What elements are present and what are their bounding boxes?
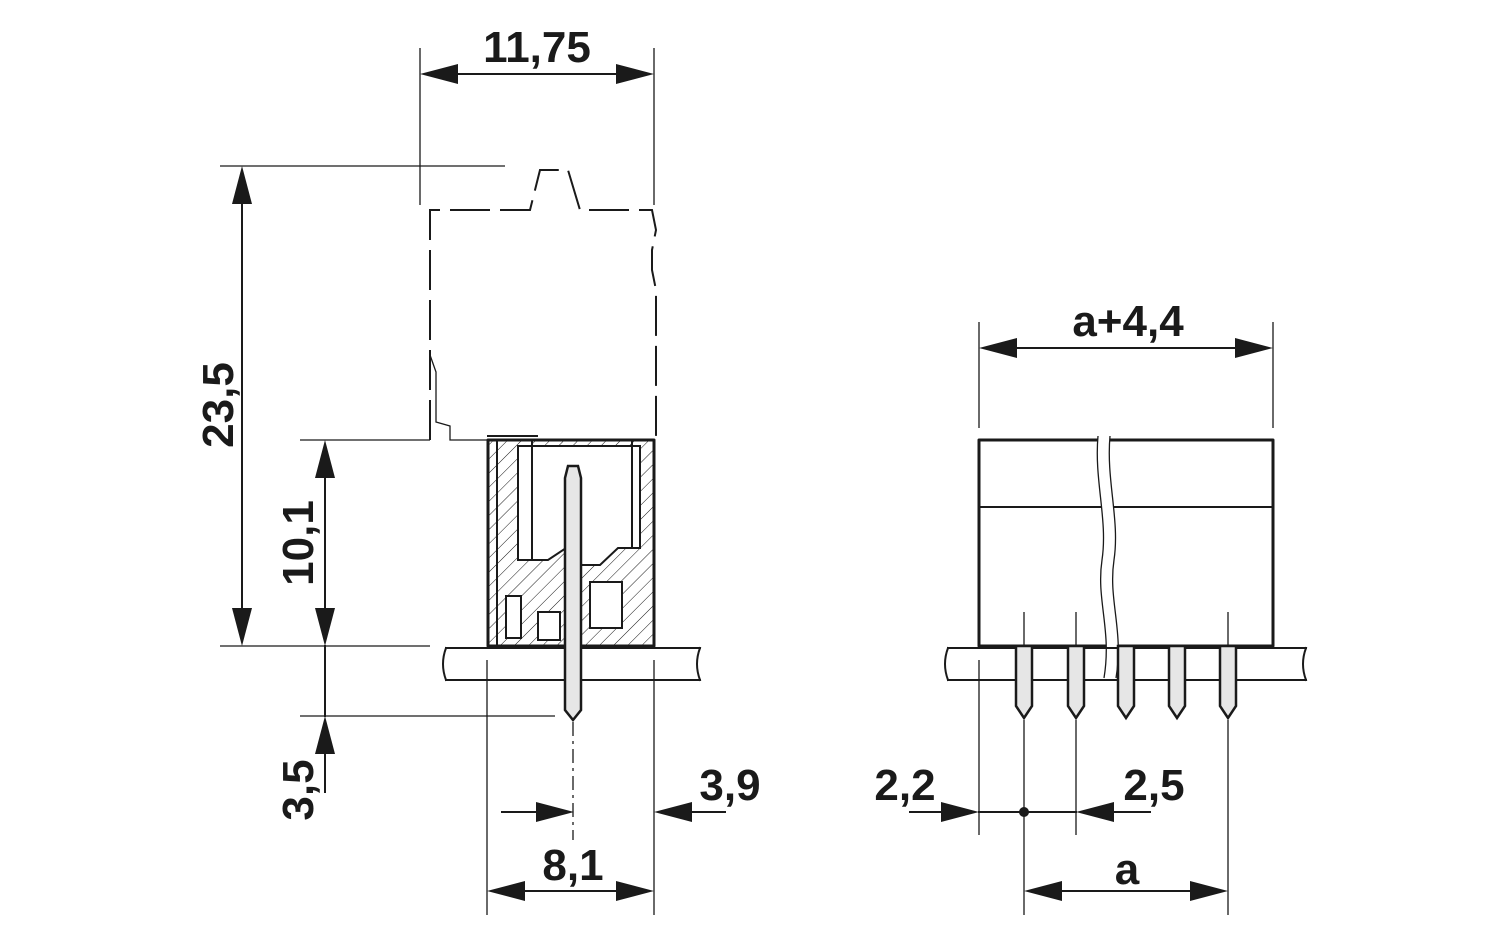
dimension-2-2: 2,2 <box>874 761 1077 822</box>
label-total-height: 23,5 <box>194 362 243 448</box>
dimension-8-1: 8,1 <box>487 841 654 901</box>
pins-front <box>1014 612 1238 721</box>
side-view: 11,75 23,5 10,1 3,5 3 <box>194 23 761 915</box>
pin-side <box>563 464 583 840</box>
label-pin-length: 3,5 <box>274 759 323 820</box>
dimension-a-plus-4-4: a+4,4 <box>979 297 1273 358</box>
dimension-3-9: 3,9 <box>501 761 761 822</box>
dimension-11-75: 11,75 <box>420 23 654 84</box>
connector-body-front <box>977 435 1275 679</box>
dimension-2-5: 2,5 <box>1076 761 1185 822</box>
dimension-a: a <box>1024 845 1228 901</box>
dimension-10-1: 10,1 <box>274 440 335 646</box>
dimension-3-5: 3,5 <box>274 645 335 821</box>
mating-plug-outline <box>429 169 658 441</box>
label-total-width: a+4,4 <box>1072 297 1184 346</box>
label-pin-offset: 3,9 <box>699 761 760 810</box>
label-pitch: 2,5 <box>1123 761 1184 810</box>
label-base-width: 8,1 <box>542 841 603 890</box>
label-body-height: 10,1 <box>274 500 323 586</box>
label-span: a <box>1115 845 1140 894</box>
front-view: a+4,4 2,2 2,5 a <box>874 297 1308 915</box>
label-edge-offset: 2,2 <box>874 761 935 810</box>
label-width: 11,75 <box>483 23 591 72</box>
dimension-23-5: 23,5 <box>194 166 252 646</box>
